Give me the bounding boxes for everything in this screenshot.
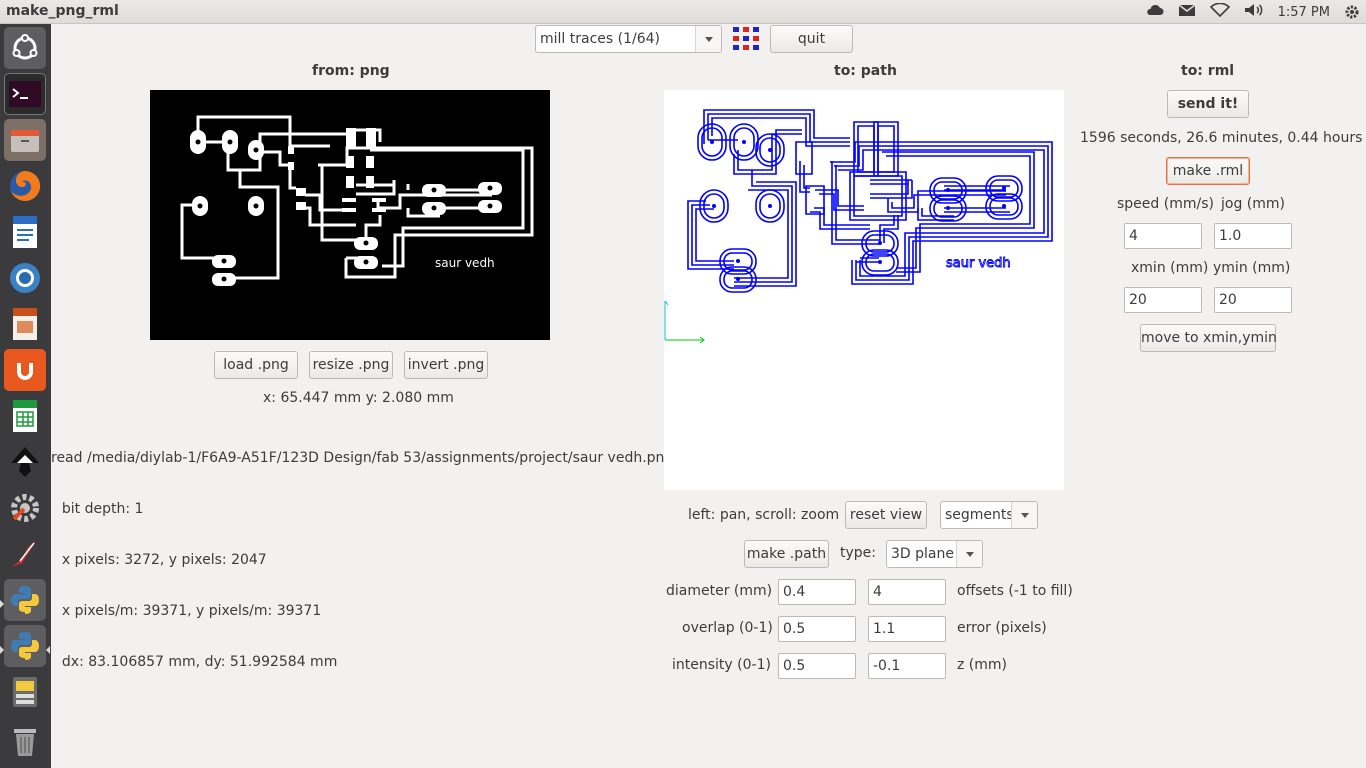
focused-indicator <box>46 646 50 654</box>
z-label: z (mm) <box>957 657 1007 673</box>
xmin-label: xmin (mm) <box>1131 260 1209 276</box>
mail-icon[interactable] <box>1178 3 1196 21</box>
app-window: mill traces (1/64) quit from: png <box>51 24 1366 768</box>
view-mode-select[interactable]: segments <box>940 501 1038 529</box>
z-field[interactable] <box>868 653 946 679</box>
time-estimate: 1596 seconds, 26.6 minutes, 0.44 hours <box>1080 130 1363 146</box>
libreoffice-impress-icon[interactable] <box>4 303 46 345</box>
x-axis-arrow <box>699 336 705 344</box>
process-select[interactable]: mill traces (1/64) <box>535 25 722 53</box>
chromium-icon[interactable] <box>4 257 46 299</box>
overlap-label: overlap (0-1) <box>682 620 773 636</box>
make-path-button[interactable]: make .path <box>744 540 829 568</box>
terminal-icon[interactable] <box>4 73 46 115</box>
xmin-field[interactable] <box>1124 287 1202 313</box>
intensity-label: intensity (0-1) <box>672 657 771 673</box>
inkscape-icon[interactable] <box>4 441 46 483</box>
python-icon[interactable] <box>4 579 46 621</box>
jog-field[interactable] <box>1214 223 1292 249</box>
to-rml-header: to: rml <box>1181 63 1235 79</box>
pan-zoom-hint: left: pan, scroll: zoom <box>688 507 840 523</box>
move-to-origin-button[interactable]: move to xmin,ymin <box>1140 324 1277 352</box>
pcb-traces-image: saur vedh <box>180 115 534 286</box>
offsets-field[interactable] <box>868 579 946 605</box>
png-preview[interactable]: saur vedh <box>150 90 550 340</box>
diameter-label: diameter (mm) <box>666 583 773 599</box>
path-type-value: 3D plane <box>891 546 954 562</box>
reset-view-button[interactable]: reset view <box>845 501 927 529</box>
running-indicator <box>0 646 4 654</box>
trash-icon[interactable] <box>4 721 46 763</box>
pcb-label: saur vedh <box>435 256 495 270</box>
wifi-icon[interactable] <box>1209 2 1230 21</box>
view-mode-value: segments <box>945 507 1014 523</box>
overlap-field[interactable] <box>778 616 856 642</box>
window-title: make_png_rml <box>6 3 119 19</box>
chevron-down-icon <box>695 26 721 52</box>
error-field[interactable] <box>868 616 946 642</box>
file-manager-app-icon[interactable] <box>4 671 46 713</box>
python-icon[interactable] <box>4 625 46 667</box>
path-label: saur vedh <box>946 256 1011 271</box>
png-info-line: dx: 83.106857 mm, dy: 51.992584 mm <box>53 654 338 670</box>
resize-png-button[interactable]: resize .png <box>309 351 393 379</box>
firefox-icon[interactable] <box>4 165 46 207</box>
gear-icon[interactable] <box>1344 4 1360 24</box>
load-png-button[interactable]: load .png <box>214 351 298 379</box>
intensity-field[interactable] <box>778 653 856 679</box>
from-png-header: from: png <box>312 63 390 79</box>
ymin-field[interactable] <box>1214 287 1292 313</box>
cursor-coordinates: x: 65.447 mm y: 2.080 mm <box>263 390 454 406</box>
diameter-field[interactable] <box>778 579 856 605</box>
type-label: type: <box>840 545 876 561</box>
png-info-line: x pixels/m: 39371, y pixels/m: 39371 <box>53 603 322 619</box>
png-info-line: bit depth: 1 <box>53 501 144 517</box>
top-panel: make_png_rml 1:57 PM <box>0 0 1366 24</box>
ubuntu-dash-icon[interactable] <box>4 27 46 69</box>
process-select-value: mill traces (1/64) <box>540 31 660 47</box>
png-info: read /media/diylab-1/F6A9-A51F/123D Desi… <box>51 416 674 705</box>
offsets-label: offsets (-1 to fill) <box>957 583 1073 599</box>
system-tray: 1:57 PM <box>1146 0 1366 24</box>
volume-icon[interactable] <box>1244 3 1264 21</box>
files-icon[interactable] <box>4 119 46 161</box>
launcher <box>0 24 51 768</box>
y-axis-arrow <box>664 300 669 306</box>
cloud-icon[interactable] <box>1146 3 1164 21</box>
jog-label: jog (mm) <box>1221 196 1285 212</box>
quit-button[interactable]: quit <box>770 25 853 53</box>
grid-icon[interactable] <box>733 27 759 55</box>
chevron-down-icon <box>956 541 982 567</box>
running-indicator <box>0 600 4 608</box>
png-info-line: read /media/diylab-1/F6A9-A51F/123D Desi… <box>51 450 674 466</box>
libreoffice-calc-icon[interactable] <box>4 395 46 437</box>
fab-app-icon[interactable] <box>4 533 46 575</box>
ubuntu-software-icon[interactable] <box>4 349 46 391</box>
error-label: error (pixels) <box>957 620 1047 636</box>
path-type-select[interactable]: 3D plane <box>886 540 983 568</box>
toolpath-canvas: saur vedh <box>664 109 1053 344</box>
invert-png-button[interactable]: invert .png <box>404 351 488 379</box>
send-it-button[interactable]: send it! <box>1167 90 1249 118</box>
to-path-header: to: path <box>834 63 897 79</box>
clock[interactable]: 1:57 PM <box>1277 4 1330 20</box>
path-preview[interactable]: saur vedh <box>664 90 1064 490</box>
speed-field[interactable] <box>1124 223 1202 249</box>
libreoffice-writer-icon[interactable] <box>4 211 46 253</box>
system-settings-icon[interactable] <box>4 487 46 529</box>
make-rml-button[interactable]: make .rml <box>1166 157 1250 185</box>
ymin-label: ymin (mm) <box>1213 260 1291 276</box>
png-info-line: x pixels: 3272, y pixels: 2047 <box>53 552 267 568</box>
speed-label: speed (mm/s) <box>1117 196 1214 212</box>
chevron-down-icon <box>1011 502 1037 528</box>
